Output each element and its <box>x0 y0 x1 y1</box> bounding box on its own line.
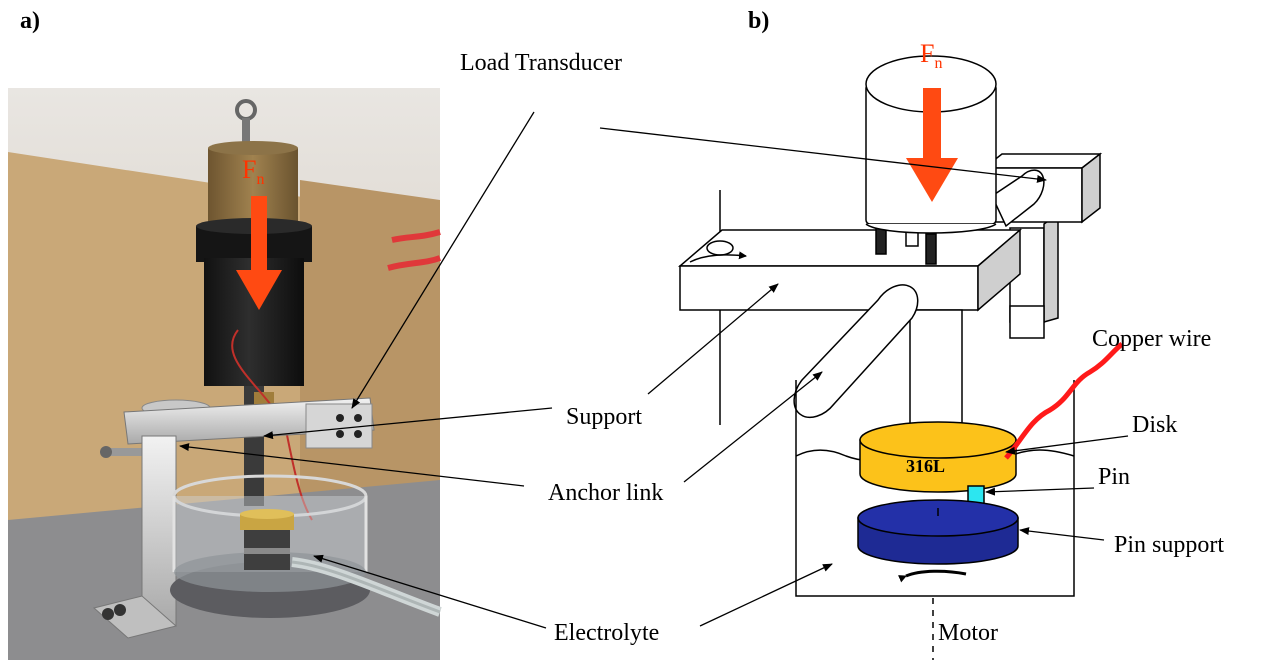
leader-electrolyte-a <box>313 554 547 629</box>
label-copper-wire: Copper wire <box>1092 326 1211 352</box>
label-electrolyte: Electrolyte <box>554 620 659 646</box>
schematic-force-arrow <box>906 88 958 202</box>
leader-anchor-a <box>179 443 525 487</box>
panel-b-label: b) <box>748 8 769 34</box>
photo-apparatus <box>8 88 442 660</box>
schematic-force-label: Fn <box>920 39 942 72</box>
photo-force-label: Fn <box>242 155 264 188</box>
label-load-transducer: Load Transducer <box>460 50 622 76</box>
leader-pin <box>985 487 1095 496</box>
leader-pin-support <box>1019 527 1105 541</box>
leader-electrolyte-b <box>699 563 833 627</box>
label-motor: Motor <box>938 620 998 646</box>
leader-disk <box>1005 435 1129 455</box>
label-pin-support: Pin support <box>1114 532 1224 558</box>
leader-load-transducer-a <box>351 111 535 409</box>
leader-anchor-b <box>683 371 823 483</box>
disk-material-label: 316L <box>906 456 945 476</box>
copper-wire-line <box>1004 342 1124 460</box>
schematic-apparatus <box>677 55 1103 660</box>
photo-force-arrow <box>236 196 282 310</box>
label-pin: Pin <box>1098 464 1130 490</box>
leader-load-transducer-b <box>599 127 1047 183</box>
panel-a-label: a) <box>20 8 40 34</box>
label-anchor-link: Anchor link <box>548 480 663 506</box>
label-support: Support <box>566 404 642 430</box>
label-disk: Disk <box>1132 412 1177 438</box>
leader-support-a <box>263 407 553 440</box>
leader-support-b <box>647 283 779 395</box>
